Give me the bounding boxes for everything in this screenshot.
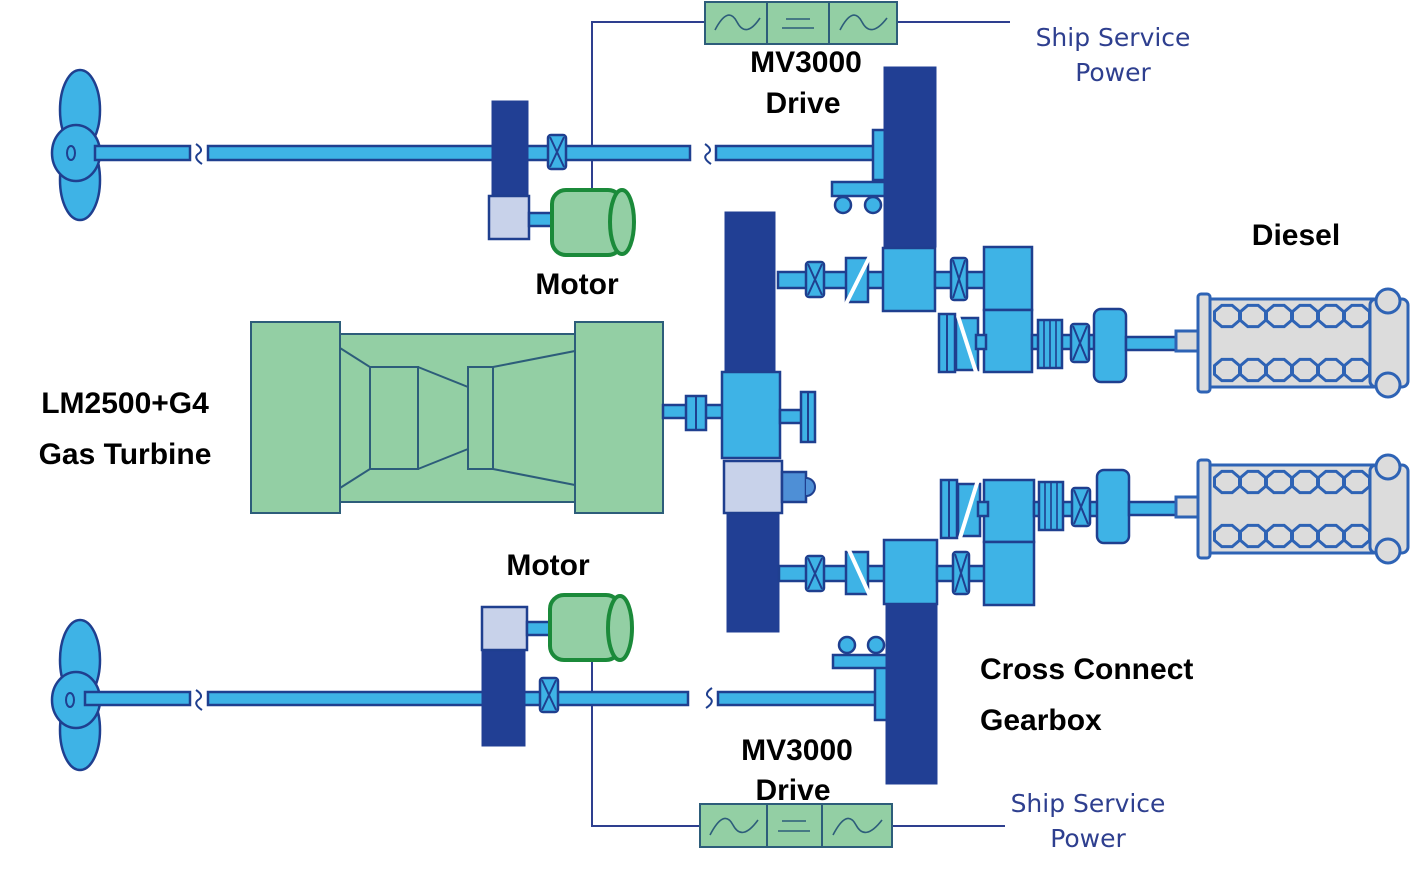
top-power-wiring [591,21,1010,190]
gearbox-housing-upper [881,246,937,313]
engine-cylinder [1265,469,1293,495]
engine-cylinder [1213,357,1241,383]
engine-cylinder [1239,523,1267,549]
motor-top-label: Motor [535,268,619,301]
engine-turbocharger [1374,287,1402,315]
cross-connect-lower [777,468,1179,785]
engine-cylinder [1317,523,1345,549]
engine-turbocharger [1374,453,1402,481]
shaft-break-icon [704,143,712,165]
ac-sine-icon [832,817,883,836]
flywheel-icon [1092,307,1128,384]
engine-cylinder [1239,469,1267,495]
shaft-break-icon [195,689,203,711]
drive-top-label-line1: MV3000 [750,46,862,79]
motor-top-icon [550,188,636,257]
engine-cylinder [1291,523,1319,549]
gearbox-label-line2: Gearbox [980,704,1102,737]
engine-cylinder [1213,523,1241,549]
ship-service-top-label-line2: Power [1075,58,1151,87]
turning-gear-top [830,180,892,198]
engine-cylinder [1291,303,1319,329]
engine-cylinder [1291,469,1319,495]
flywheel-icon [1095,468,1131,545]
turning-gear-bottom [831,653,891,670]
diesel-engine-bottom [1174,453,1410,565]
engine-cylinder [1291,357,1319,383]
central-gear-column [720,211,817,633]
engine-cylinder [1343,523,1371,549]
shaft-break-icon [195,143,203,165]
motor-bottom-icon [548,593,634,662]
motor-bottom-wire [591,660,700,827]
engine-turbocharger [1374,537,1402,565]
propeller-top-icon [50,68,102,222]
engine-cylinder [1265,357,1293,383]
engine-cylinder [1213,303,1241,329]
engine-cylinder [1343,357,1371,383]
gear-housing-bottom [480,605,529,652]
diesel-gearbox-bottom [982,478,1036,544]
reduction-gear-top [491,100,529,198]
cross-connect-upper [776,66,1180,384]
ship-service-top-label-line1: Ship Service [1036,23,1191,52]
engine-cylinder [1317,469,1345,495]
gas-turbine-icon [250,321,664,514]
propeller-bottom-icon [50,618,102,772]
gear-lower [726,509,780,633]
drive-bottom-label-line1: MV3000 [741,734,853,767]
ship-service-bottom-label-line1: Ship Service [1011,789,1166,818]
engine-block [1208,297,1387,389]
motor-bottom-label: Motor [506,549,590,582]
engine-output-flange [1174,495,1202,519]
dc-link-block [766,803,823,848]
diesel-gearbox-top [982,308,1034,374]
auxiliary-housing [722,459,784,515]
lube-pump-icon [780,470,808,504]
gearbox-housing-lower [882,538,939,606]
inverter-ac-block [704,1,768,45]
drive-bottom [699,803,893,848]
engine-cylinder [1317,357,1345,383]
cross-connect-gear-lower [885,603,938,785]
engine-turbocharger [1374,371,1402,399]
motor-top-wire [591,21,705,190]
gearbox-label-line1: Cross Connect [980,653,1193,686]
reduction-gear-bottom [481,649,526,747]
engine-cylinder [1265,303,1293,329]
engine-cylinder [1239,357,1267,383]
ac-sine-icon [714,14,761,31]
gear-housing-top [487,194,531,241]
shaft-line-bottom [50,593,891,772]
dc-link-block [766,1,830,45]
drive-top [704,1,898,45]
ac-sine-icon [839,14,888,31]
bottom-power-wiring [591,660,1005,827]
engine-cylinder [1343,469,1371,495]
ac-sine-icon [709,817,759,836]
shaft-line-top [50,68,892,257]
drive-top-label-line2: Drive [765,87,840,120]
shaft-break-icon [705,687,713,709]
engine-cylinder [1343,303,1371,329]
engine-output-flange [1174,329,1202,353]
main-gear-housing [720,370,782,460]
gas-turbine-label-line2: Gas Turbine [39,438,212,471]
diesel-label: Diesel [1252,219,1340,252]
engine-cylinder [1213,469,1241,495]
ship-service-bottom-label-line2: Power [1050,824,1126,853]
gas-turbine-label-line1: LM2500+G4 [41,387,209,420]
engine-cylinder [1239,303,1267,329]
propeller-shaft [93,144,192,162]
engine-block [1208,463,1387,555]
gear-upper [724,211,776,373]
drive-bottom-label-line2: Drive [755,774,830,807]
engine-cylinder [1265,523,1293,549]
engine-cylinder [1317,303,1345,329]
diesel-engine-top [1174,287,1410,399]
engine-end-plate [1196,458,1212,560]
engine-end-plate [1196,292,1212,394]
cross-connect-gear-upper [883,66,937,248]
